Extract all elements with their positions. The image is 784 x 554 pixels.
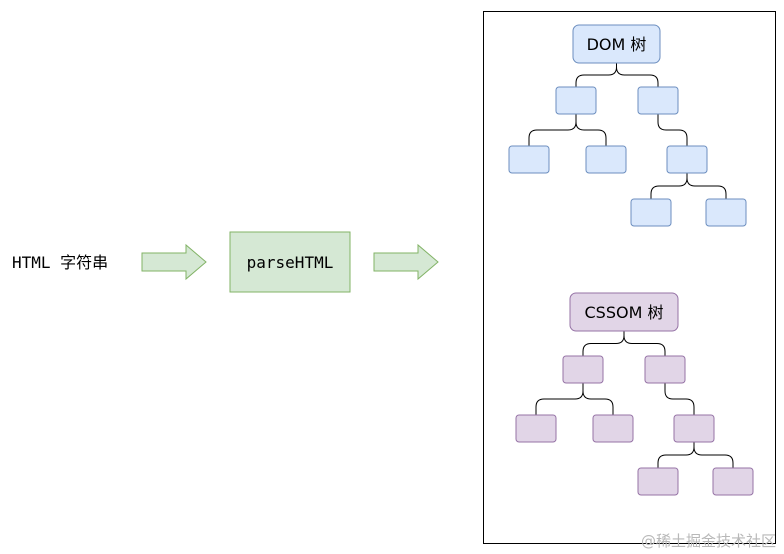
- watermark: @稀土掘金技术社区: [641, 532, 776, 550]
- parse-html-label: parseHTML: [247, 253, 334, 272]
- cssom-tree: CSSOM 树: [515, 292, 754, 496]
- tree-connector: [582, 383, 614, 415]
- tree-connector: [693, 442, 734, 468]
- tree-connector: [664, 383, 695, 415]
- html-string-label: HTML 字符串: [12, 253, 108, 272]
- cssom-tree-node: [644, 355, 686, 384]
- tree-connector: [535, 383, 584, 415]
- arrow-to-trees: [373, 243, 439, 281]
- cssom-root-node: [569, 292, 679, 332]
- cssom-tree-node: [592, 414, 634, 443]
- tree-connector: [657, 114, 688, 146]
- dom-tree-node: [555, 86, 597, 115]
- cssom-root-label: CSSOM 树: [585, 303, 664, 322]
- dom-tree-node: [585, 145, 627, 174]
- tree-connector: [657, 442, 695, 468]
- tree-connector: [616, 63, 659, 87]
- arrow-to-parser: [141, 243, 207, 281]
- dom-tree-node: [630, 198, 672, 227]
- dom-tree: DOM 树: [508, 24, 747, 227]
- dom-tree-node: [666, 145, 708, 174]
- dom-root-label: DOM 树: [587, 35, 647, 54]
- dom-root-node: [572, 24, 661, 64]
- dom-tree-node: [508, 145, 550, 174]
- cssom-tree-node: [562, 355, 604, 384]
- parse-html-box: [229, 231, 351, 293]
- dom-tree-node: [705, 198, 747, 227]
- cssom-tree-node: [515, 414, 557, 443]
- tree-connector: [575, 114, 607, 146]
- dom-tree-node: [637, 86, 679, 115]
- cssom-tree-node: [673, 414, 715, 443]
- dom-tree-edges: [528, 63, 727, 199]
- output-trees-container: [483, 11, 776, 544]
- cssom-tree-node: [712, 467, 754, 496]
- cssom-tree-edges: [535, 331, 734, 468]
- tree-connector: [582, 331, 625, 356]
- tree-connector: [686, 173, 727, 199]
- tree-connector: [650, 173, 688, 199]
- tree-connector: [528, 114, 577, 146]
- tree-connector: [623, 331, 666, 356]
- tree-connector: [575, 63, 617, 87]
- cssom-tree-node: [637, 467, 679, 496]
